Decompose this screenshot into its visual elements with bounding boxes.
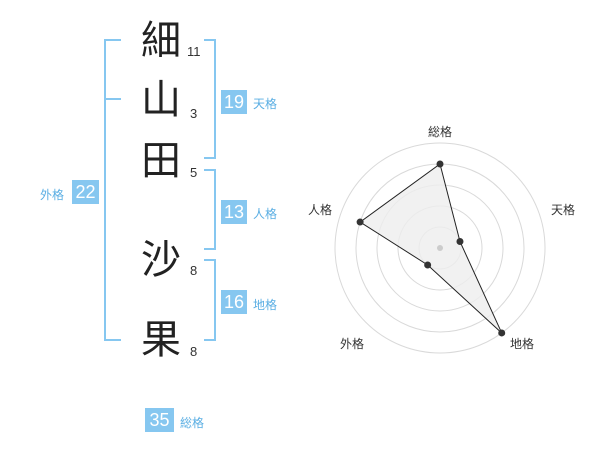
radar-center-dot [437,245,443,251]
stroke-count-2: 3 [190,106,198,121]
gaikaku-value: 22 [72,180,99,204]
stroke-count-3: 5 [190,165,198,180]
radar-point-外格 [424,261,432,269]
chikaku-value: 16 [221,290,247,314]
jinkaku-label: 人格 [253,207,278,221]
radar-label-gaikaku: 外格 [340,337,365,351]
radar-label-tenkaku: 天格 [551,203,576,217]
name-char-1: 細 [141,18,181,64]
tenkaku-value: 19 [221,90,247,114]
gaikaku-bracket [104,39,121,341]
name-char-2: 山 [141,77,181,123]
radar-polygon [359,163,503,334]
tenkaku-label: 天格 [253,97,278,111]
radar-point-人格 [356,218,364,226]
radar-point-地格 [498,329,506,337]
radar-ring [334,142,546,354]
jinkaku-bracket [204,169,216,250]
jinkaku-value: 13 [221,200,247,224]
tenkaku-bracket [204,39,216,159]
name-char-3: 田 [141,138,181,184]
stroke-count-4: 8 [190,263,198,278]
gaikaku-label: 外格 [40,188,65,202]
radar-point-総格 [436,160,444,168]
radar-point-天格 [456,238,464,246]
radar-label-soukaku: 総格 [428,125,453,139]
stroke-count-5: 8 [190,344,198,359]
soukaku-value: 35 [145,408,174,432]
name-char-5: 果 [141,317,181,363]
stroke-count-1: 11 [187,44,201,59]
name-char-4: 沙 [141,237,181,283]
chikaku-label: 地格 [253,298,278,312]
soukaku-label: 総格 [180,416,205,430]
chikaku-bracket [204,259,216,341]
radar-label-chikaku: 地格 [510,337,535,351]
radar-label-jinkaku: 人格 [308,203,333,217]
